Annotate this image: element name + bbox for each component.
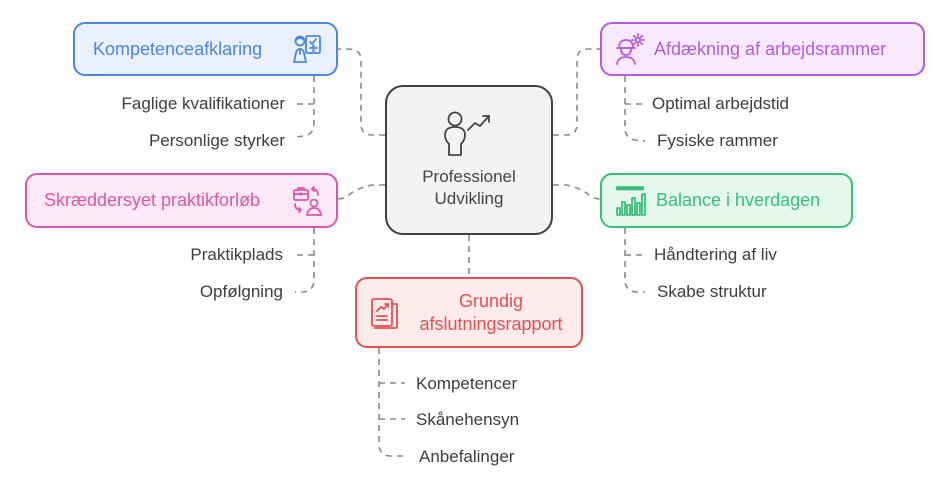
node-label: Skræddersyet praktikforløb — [44, 190, 261, 210]
node-label: Grundig afslutningsrapport — [419, 290, 563, 334]
node-afdaekning-af-arbejdsrammer[interactable]: Afdækning af arbejdsrammer — [600, 22, 925, 76]
connector-rapport-children — [378, 348, 405, 457]
leaf-fysiske-rammer: Fysiske rammer — [657, 131, 778, 150]
leaf-opfoelgning: Opfølgning — [199, 282, 283, 301]
connector-praktik-children — [295, 228, 315, 293]
leaf-skabe-struktur: Skabe struktur — [657, 282, 767, 301]
leaf-praktikplads: Praktikplads — [190, 245, 283, 264]
leaf-anbefalinger: Anbefalinger — [419, 447, 515, 466]
leaf-skaanehensyn: Skånehensyn — [416, 410, 520, 429]
bar-chart-icon — [616, 185, 646, 216]
leaf-haandtering-af-liv: Håndtering af liv — [654, 245, 777, 264]
leaf-optimal-arbejdstid: Optimal arbejdstid — [652, 94, 790, 113]
leaf-personlige-styrker: Personlige styrker — [148, 131, 285, 150]
connector-arbejdsrammer-children — [624, 76, 646, 142]
central-title-line2: Udvikling — [434, 189, 504, 208]
node-label: Kompetenceafklaring — [93, 38, 263, 59]
node-skraeddersyet-praktikforloeb[interactable]: Skræddersyet praktikforløb — [25, 173, 338, 228]
leaf-kompetencer: Kompetencer — [416, 374, 518, 393]
worker-gear-icon — [616, 33, 645, 65]
leaf-faglige-kvalifikationer: Faglige kvalifikationer — [121, 94, 285, 113]
node-kompetenceafklaring[interactable]: Kompetenceafklaring — [73, 22, 338, 76]
connector-kompetence-children — [294, 76, 315, 138]
person-growth-icon — [444, 111, 490, 156]
node-grundig-afslutningsrapport[interactable]: Grundig afslutningsrapport — [355, 277, 583, 348]
connector-center-praktik — [337, 184, 385, 200]
central-title-line1: Professionel — [422, 167, 516, 186]
teacher-board-icon — [293, 35, 321, 63]
connector-center-kompetence — [338, 48, 385, 136]
node-label: Afdækning af arbejdsrammer — [654, 38, 887, 59]
report-chart-icon — [371, 297, 398, 329]
central-node[interactable]: Professionel Udvikling — [385, 85, 553, 235]
connector-center-arbejdsrammer — [553, 48, 600, 136]
connector-center-balance — [553, 184, 601, 200]
node-label: Balance i hverdagen — [656, 190, 821, 210]
briefcase-person-swap-icon — [293, 185, 322, 216]
connector-balance-children — [624, 228, 645, 293]
node-balance-i-hverdagen[interactable]: Balance i hverdagen — [600, 173, 853, 228]
